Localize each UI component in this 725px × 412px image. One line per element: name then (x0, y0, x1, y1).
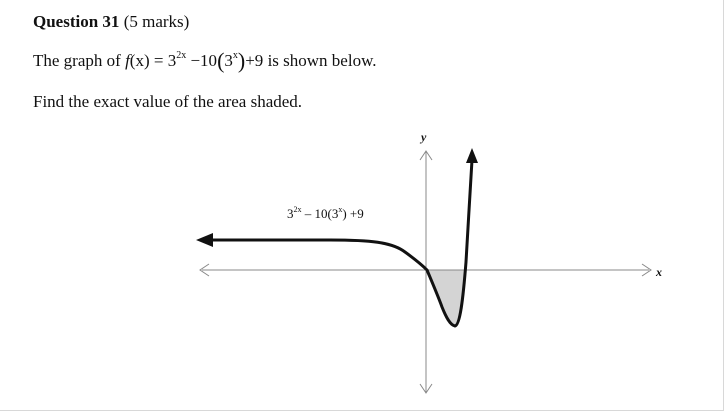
question-heading: Question 31 (5 marks) (33, 11, 189, 33)
base-three: 3 (224, 51, 233, 70)
curve-label: 32x – 10(3x) +9 (287, 205, 364, 221)
intro-prefix: The graph of (33, 51, 126, 70)
function-arg: (x) (129, 51, 150, 70)
question-marks: (5 marks) (123, 12, 190, 31)
intro-suffix: is shown below. (263, 51, 377, 70)
shaded-area (427, 270, 465, 326)
question-intro: The graph of f(x) = 32x −10(3x)+9 is sho… (33, 49, 377, 73)
y-axis-label: y (419, 130, 427, 144)
exponent-2x: 2x (176, 50, 187, 61)
curve-left-arrowhead (196, 233, 213, 247)
question-task: Find the exact value of the area shaded. (33, 92, 303, 111)
x-axis-right-arrow (641, 263, 652, 277)
plus-nine: +9 (245, 51, 264, 70)
function-curve (210, 159, 474, 328)
paren-open: ( (217, 48, 225, 73)
y-axis-bottom-arrow (419, 383, 433, 394)
y-axis-top-arrow (419, 150, 433, 161)
x-axis-left-arrow (199, 263, 210, 277)
curve-top-arrowhead (466, 148, 478, 163)
function-expression: f(x) = 32x −10(3x)+9 (125, 48, 264, 73)
exponent-x: x (232, 50, 238, 61)
minus-ten: −10 (186, 51, 218, 70)
equals-three: = 3 (149, 51, 177, 70)
x-axis-label: x (655, 265, 662, 279)
paren-close: ) (237, 48, 246, 73)
function-name: f (125, 51, 130, 70)
question-title: Question 31 (33, 12, 120, 31)
